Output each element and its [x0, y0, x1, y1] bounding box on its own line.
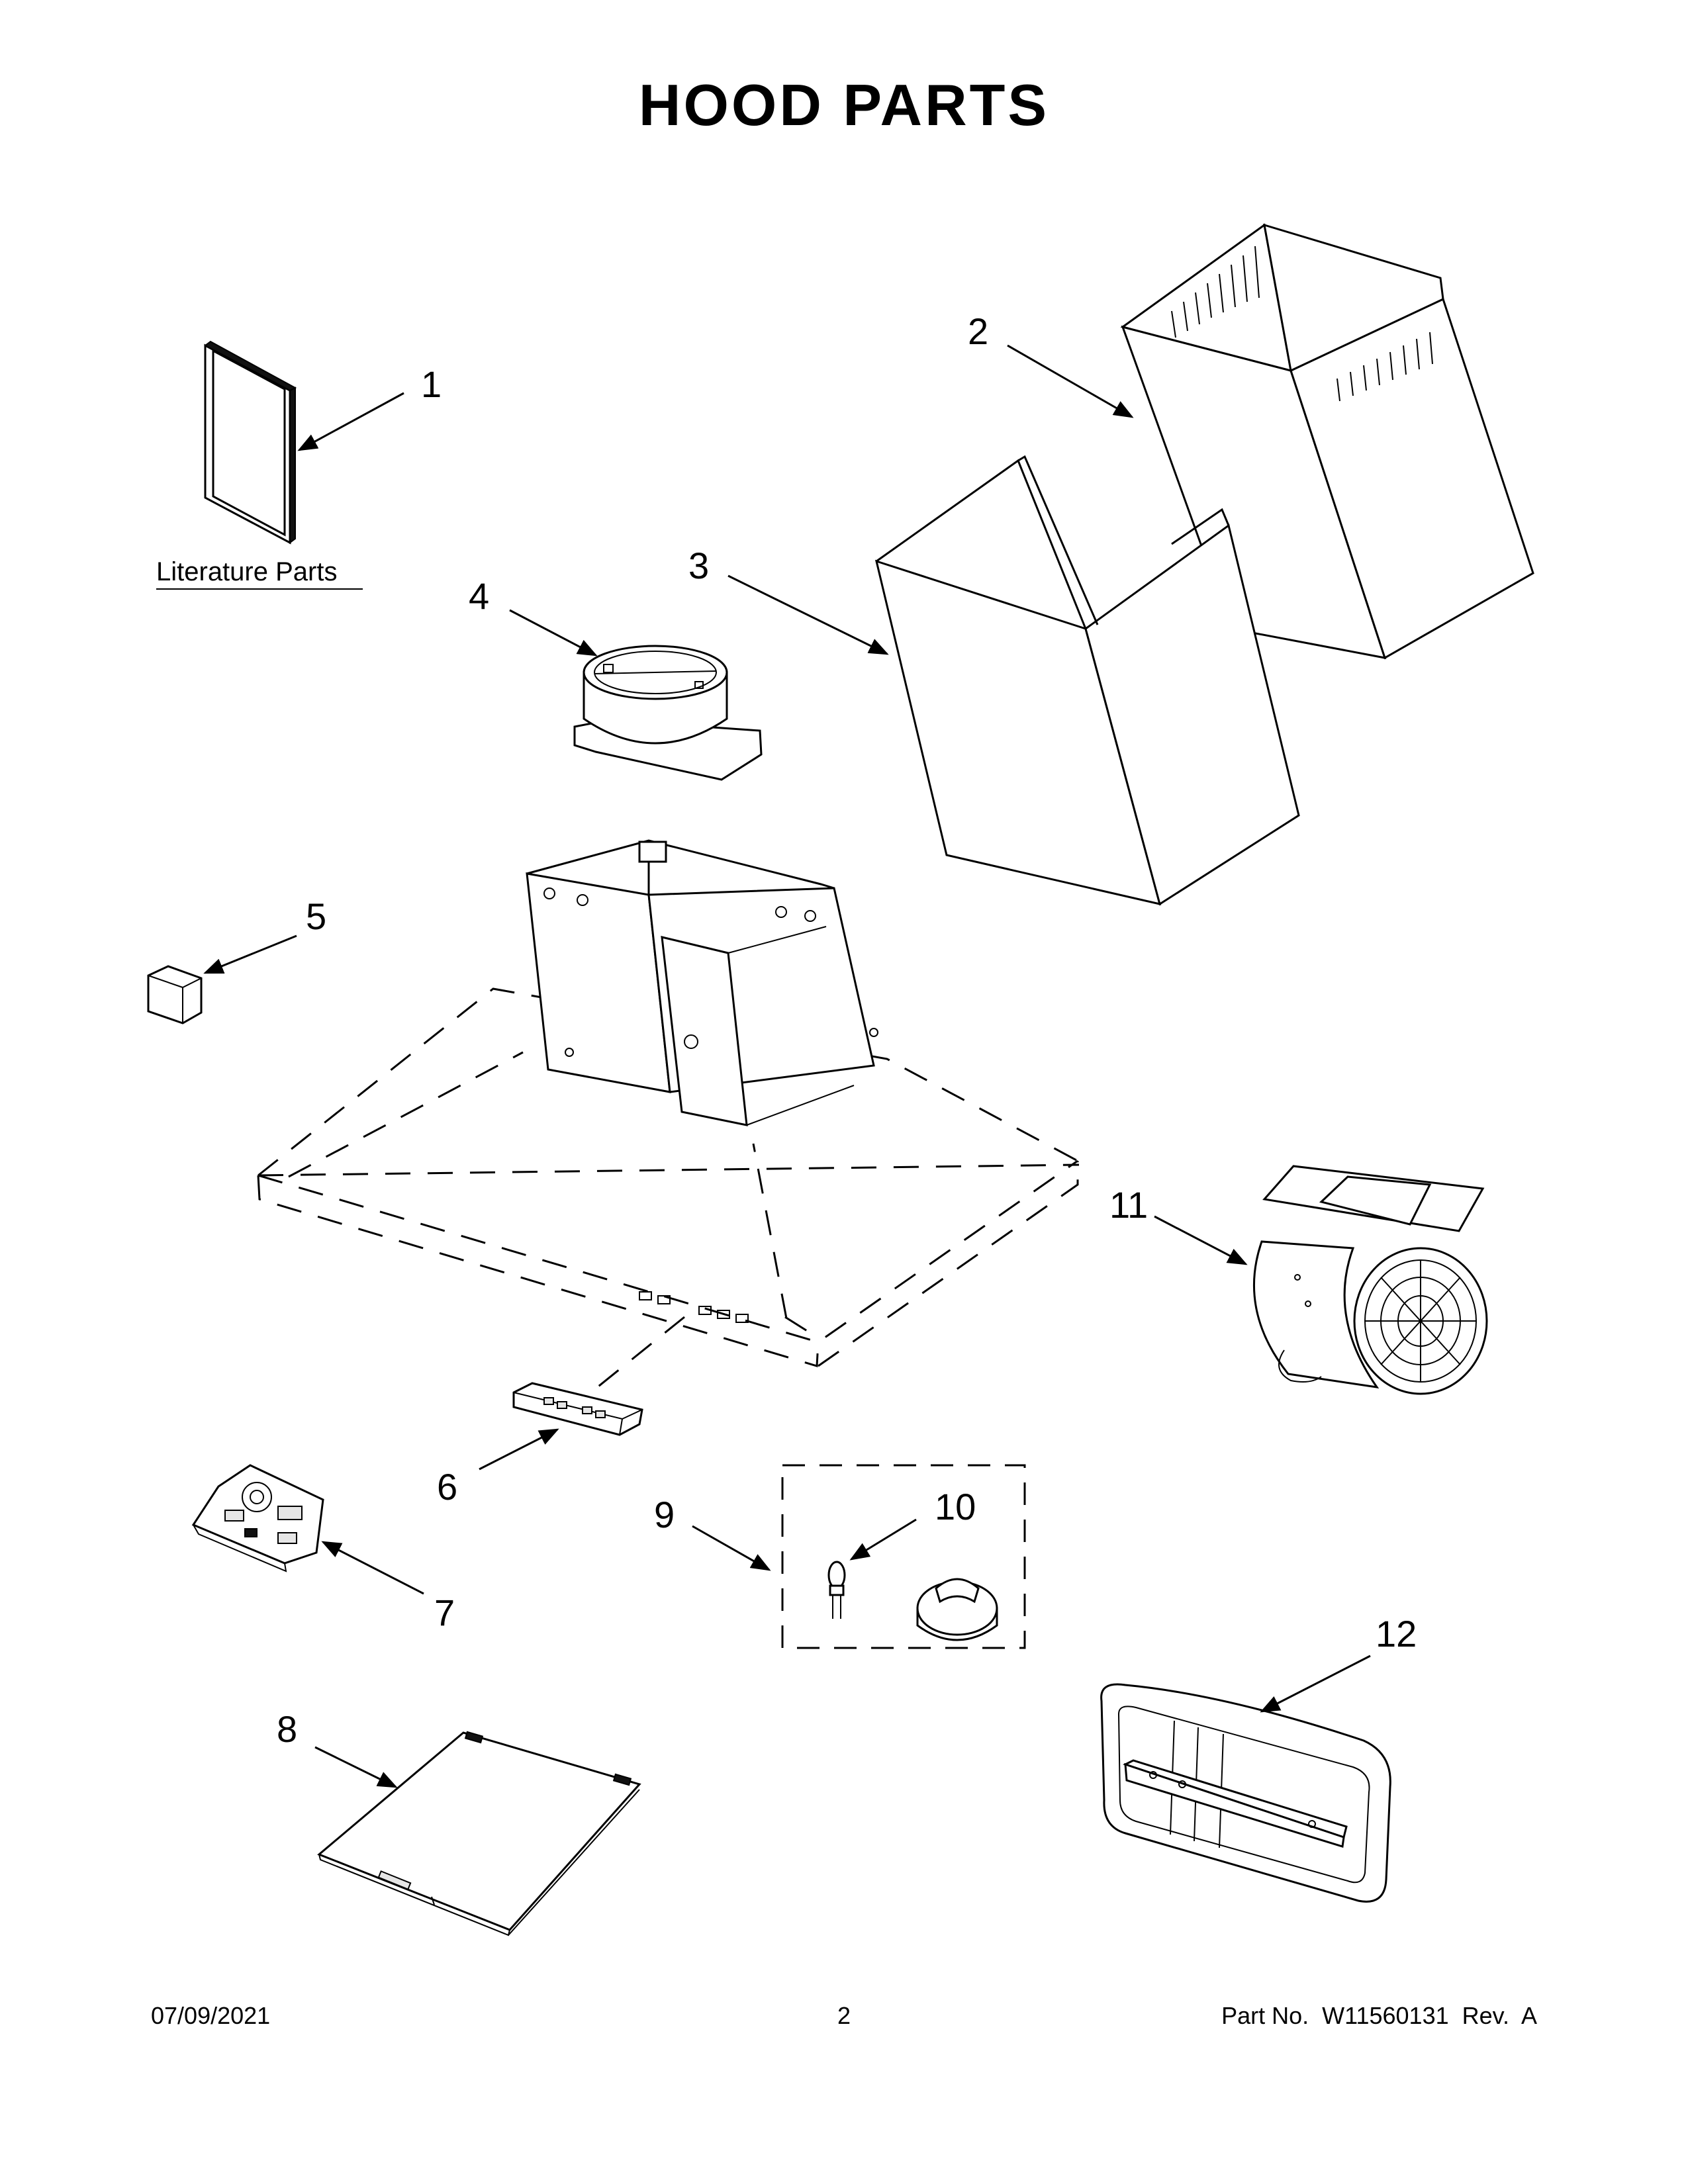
- mounting-bracket-part-12[interactable]: [1100, 1683, 1391, 1903]
- callout-11: 11: [1109, 1184, 1148, 1226]
- control-mount-line: [595, 1316, 685, 1390]
- callout-6: 6: [437, 1466, 457, 1508]
- leader-8: [314, 1746, 398, 1788]
- footer-date: 07/09/2021: [151, 2002, 271, 2029]
- callout-5: 5: [306, 895, 326, 937]
- footer-part-number: Part No. W11560131 Rev. A: [1221, 2002, 1537, 2029]
- leader-10: [849, 1518, 917, 1561]
- blower-assembly-part-11[interactable]: [1252, 1165, 1488, 1395]
- circuit-board-part-7[interactable]: [191, 1464, 324, 1572]
- callout-9: 9: [654, 1494, 675, 1535]
- callout-3: 3: [688, 545, 709, 586]
- leader-3: [727, 574, 889, 655]
- control-panel-part-6[interactable]: [512, 1382, 643, 1436]
- lamp-kit-group-box: [781, 1464, 1026, 1649]
- hood-canopy-outline: [257, 987, 1080, 1367]
- leader-12: [1260, 1655, 1371, 1713]
- leader-6: [479, 1428, 559, 1471]
- lamp-lens-part-9[interactable]: [916, 1578, 998, 1641]
- literature-parts-label: Literature Parts: [156, 557, 337, 586]
- upper-duct-cover-part-2[interactable]: [1120, 223, 1534, 660]
- callout-7: 7: [434, 1592, 455, 1633]
- leader-11: [1154, 1215, 1248, 1265]
- control-cutouts: [639, 1291, 749, 1323]
- electrical-box-part-5[interactable]: [147, 965, 203, 1024]
- vent-slots: [1171, 246, 1433, 402]
- hood-chassis: [526, 839, 878, 1126]
- callout-4: 4: [469, 575, 489, 617]
- leader-7: [321, 1541, 424, 1595]
- callout-2: 2: [968, 310, 988, 352]
- lower-duct-cover-part-3[interactable]: [874, 455, 1300, 906]
- halogen-bulb-part-10[interactable]: [827, 1561, 846, 1619]
- callout-8: 8: [277, 1708, 297, 1750]
- leader-5: [203, 934, 297, 974]
- damper-collar-part-4[interactable]: [573, 645, 763, 781]
- filter-panel-part-8[interactable]: [317, 1731, 641, 1936]
- callout-12: 12: [1376, 1613, 1417, 1655]
- page-title: HOOD PARTS: [638, 72, 1050, 138]
- leader-4: [509, 609, 598, 657]
- callout-10: 10: [935, 1486, 976, 1527]
- leader-9: [692, 1525, 771, 1571]
- blower-grille: [1365, 1260, 1476, 1382]
- leader-1: [297, 392, 404, 451]
- footer-page-number: 2: [837, 2002, 851, 2029]
- leader-2: [1007, 344, 1134, 418]
- callout-1: 1: [421, 363, 442, 405]
- literature-part-1[interactable]: [204, 340, 297, 545]
